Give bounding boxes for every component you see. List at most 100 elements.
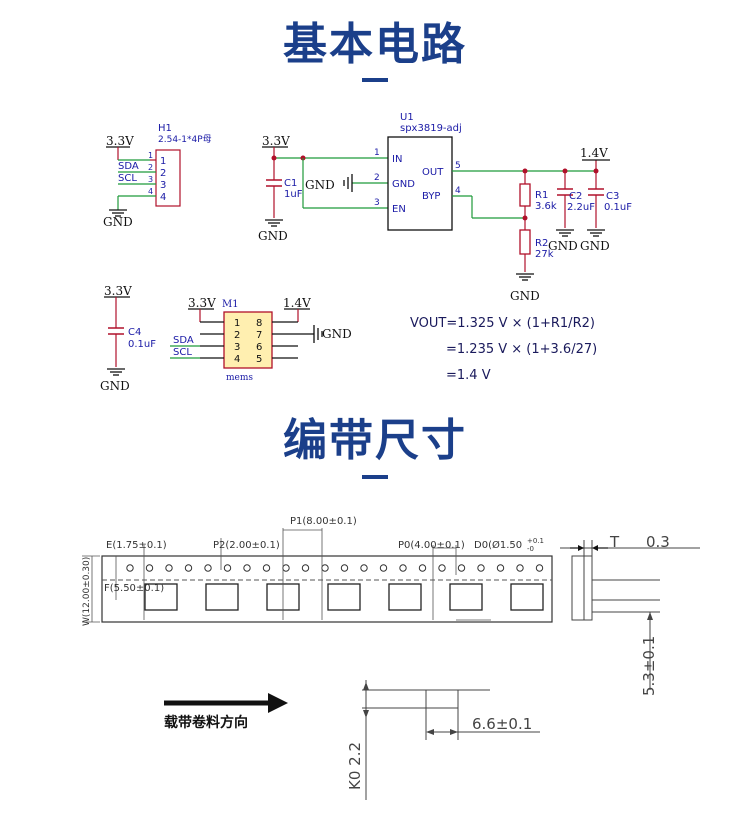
m1-supply-label: 3.3V <box>188 296 216 310</box>
m1-pin-8: 8 <box>256 318 262 329</box>
dim-w: W(12.00±0.30) <box>82 557 92 626</box>
sprocket-hole <box>243 564 251 572</box>
dim-d0: D0(Ø1.50 <box>474 539 522 551</box>
component-pocket <box>449 583 483 611</box>
h1-pin-1: 1 <box>160 156 166 167</box>
c4-ref: C4 <box>128 327 141 338</box>
tape-side-view: T 0.3 5.3±0.1 <box>560 533 700 696</box>
h1-ground-label: GND <box>103 215 133 229</box>
m1-body <box>223 311 273 369</box>
sprocket-hole <box>535 564 544 572</box>
h1-pin-3: 3 <box>160 180 166 191</box>
h1-pin-4: 4 <box>160 192 166 203</box>
m1-part: mems <box>226 373 253 383</box>
svg-text:1: 1 <box>148 151 153 160</box>
h1-body <box>155 149 181 207</box>
c2-value: 2.2uF <box>567 202 595 213</box>
m1-pin-7: 7 <box>256 330 262 341</box>
sprocket-hole <box>262 564 271 572</box>
u1-num-gnd: 2 <box>374 173 380 183</box>
sprocket-hole <box>418 564 427 572</box>
c4-ground-label: GND <box>100 379 130 393</box>
sprocket-hole <box>204 564 212 572</box>
r2-ref: R2 <box>535 238 548 249</box>
sprocket-hole <box>223 564 232 572</box>
u1-pin-out: OUT <box>422 167 444 178</box>
u1-part: spx3819-adj <box>400 123 462 134</box>
c1-ground-label: GND <box>258 229 288 243</box>
sprocket-hole <box>321 564 329 572</box>
u1-gnd-net: GND <box>305 178 335 192</box>
c2-ground-label: GND <box>548 239 578 253</box>
dim-e: E(1.75±0.1) <box>106 540 167 551</box>
dimensions-heading-underline <box>362 475 388 479</box>
c2-ref: C2 <box>569 191 582 202</box>
r2-body <box>519 229 531 255</box>
component-pocket <box>144 583 178 611</box>
u1-ref: U1 <box>400 112 414 123</box>
output-rail-label: 1.4V <box>580 146 608 160</box>
sprocket-hole <box>126 564 134 572</box>
m1-rail-label: 1.4V <box>283 296 311 310</box>
pocket-cross-section: 6.6±0.1 K0 2.2 <box>346 680 540 800</box>
m1-pin-6: 6 <box>256 342 262 353</box>
h1-supply-label: 3.3V <box>106 134 134 148</box>
vout-formula: VOUT=1.325 V × (1+R1/R2) =1.235 V × (1+3… <box>410 316 597 383</box>
sprocket-hole <box>379 564 388 572</box>
c1-ref: C1 <box>284 178 297 189</box>
tape-dimension-drawing: E(1.75±0.1) P2(2.00±0.1) P1(8.00±0.1) P0… <box>82 516 700 800</box>
u1-body <box>387 136 453 231</box>
sprocket-hole <box>496 564 505 572</box>
tape-outline <box>101 555 553 623</box>
u1-num-in: 1 <box>374 148 380 158</box>
c3-ground-icon <box>586 229 606 237</box>
c4-supply-label: 3.3V <box>104 284 132 298</box>
svg-text:3: 3 <box>148 175 153 184</box>
component-pocket <box>510 583 544 611</box>
m1-scl-net: SCL <box>173 347 192 358</box>
sprocket-hole <box>165 564 173 572</box>
formula-line-2: =1.235 V × (1+3.6/27) <box>446 342 597 357</box>
u1-num-en: 3 <box>374 198 380 208</box>
schematic-diagram: 3.3V H1 2.54-1*4P母 1 2 3 4 1 2 3 4 SDA S… <box>100 112 632 393</box>
svg-text:4: 4 <box>148 187 153 196</box>
sprocket-hole <box>516 564 524 572</box>
dim-k0: K0 2.2 <box>346 742 364 790</box>
c3-value: 0.1uF <box>604 202 632 213</box>
m1-pin-4: 4 <box>234 354 240 365</box>
sprocket-hole <box>438 564 446 572</box>
sprocket-hole <box>282 564 290 572</box>
u1-pin-en: EN <box>392 204 406 215</box>
c4-value: 0.1uF <box>128 339 156 350</box>
dim-d0-tol-plus: +0.1 <box>527 537 544 545</box>
c1-value: 1uF <box>284 189 303 200</box>
h1-pin-2: 2 <box>160 168 166 179</box>
m1-pin-5: 5 <box>256 354 262 365</box>
sprocket-hole <box>457 564 466 572</box>
dim-pocket: 6.6±0.1 <box>472 715 532 733</box>
u1-pin-in: IN <box>392 154 402 165</box>
component-pocket <box>388 583 422 611</box>
dim-f: F(5.50±0.1) <box>104 583 164 594</box>
u1-pin-byp: BYP <box>422 191 440 202</box>
m1-ref: M1 <box>222 299 239 310</box>
r1-body <box>519 183 531 207</box>
dim-p1: P1(8.00±0.1) <box>290 516 357 527</box>
component-pockets <box>144 583 544 611</box>
formula-line-1: VOUT=1.325 V × (1+R1/R2) <box>410 316 595 331</box>
dim-d0-tol-minus: -0 <box>527 545 534 553</box>
sprocket-hole <box>340 564 349 572</box>
tape-top-view: E(1.75±0.1) P2(2.00±0.1) P1(8.00±0.1) P0… <box>82 516 553 626</box>
m1-pin-2: 2 <box>234 330 240 341</box>
h1-sda-net: SDA <box>118 161 139 172</box>
sprocket-hole <box>184 564 193 572</box>
c1-ground-icon <box>264 219 284 227</box>
h1-ref: H1 <box>158 123 172 134</box>
direction-label: 载带卷料方向 <box>164 714 248 731</box>
sprocket-hole <box>399 564 407 572</box>
m1-sda-net: SDA <box>173 335 194 346</box>
circuit-heading: 基本电路 <box>283 19 467 70</box>
dim-width: 5.3±0.1 <box>640 636 658 696</box>
r2-ground-icon <box>515 273 535 281</box>
svg-text:2: 2 <box>148 163 153 172</box>
